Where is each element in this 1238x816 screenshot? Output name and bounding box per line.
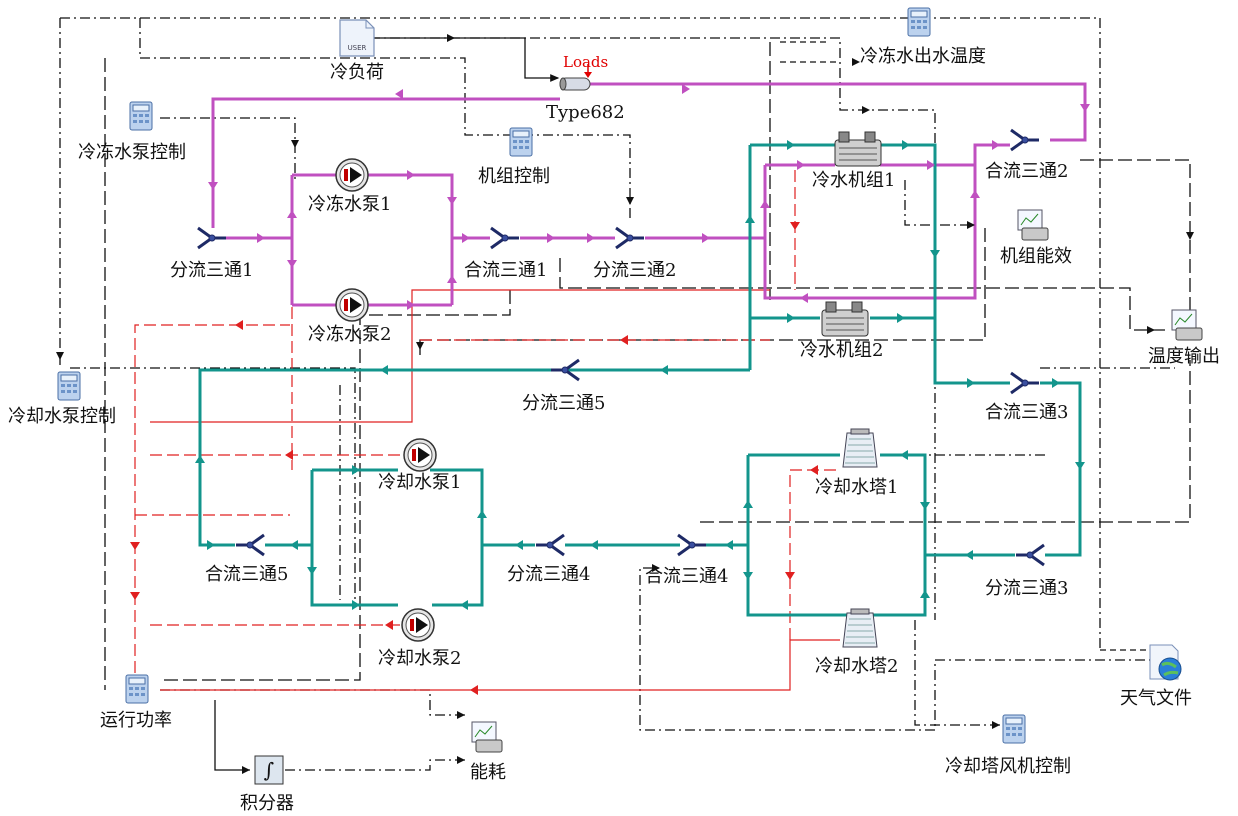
run-power-label: 运行功率 [100,710,172,731]
calculator-icon [509,127,533,157]
calculator-icon [907,7,931,37]
integrator-icon[interactable]: ∫ [254,755,284,785]
chw-pump-ctrl-label: 冷冻水泵控制 [78,142,186,163]
div-tee2-label: 分流三通2 [593,260,677,281]
pump-icon [401,608,435,642]
cooling-tower-icons[interactable] [842,428,878,648]
pump-icon [403,438,437,472]
cooling-water-loop [198,143,1082,617]
mix-tee3-label: 合流三通3 [985,402,1069,423]
chw-pump2-label: 冷冻水泵2 [308,324,392,345]
weather-file-icon[interactable] [1149,644,1182,681]
chw-supply-temp-label: 冷冻水出水温度 [860,46,986,67]
tower-fan-ctrl-label: 冷却塔风机控制 [945,756,1071,777]
chiller-icon [821,301,869,337]
printer-icon [1171,309,1203,341]
cw-pump2-label: 冷却水泵2 [378,648,462,669]
diverter-tee-icon [615,226,644,250]
calculator-icon [125,674,149,704]
div-tee3-label: 分流三通3 [985,578,1069,599]
weather-file-label: 天气文件 [1120,688,1192,709]
mixer-tee-icon [490,226,519,250]
chiller-icon [834,131,882,167]
chiller2-label: 冷水机组2 [800,340,884,361]
mixer-tee-icon [677,533,706,557]
tee-icons[interactable] [197,128,1045,567]
div-tee5-label: 分流三通5 [522,393,606,414]
mixer-tee-icon [236,533,265,557]
calculator-icon [57,371,81,401]
cooling-tower1-label: 冷却水塔1 [815,477,899,498]
mixer-tee-icon [1010,128,1039,152]
mix-tee2-label: 合流三通2 [985,161,1069,182]
chiller1-label: 冷水机组1 [812,170,896,191]
div-tee1-label: 分流三通1 [170,260,254,281]
calculator-icon [1002,714,1026,744]
energy-label: 能耗 [470,762,506,783]
cooling-load-label: 冷负荷 [330,62,384,83]
printer-icon [471,721,503,753]
diverter-tee-icon [536,533,565,557]
cooling-tower-icon [842,428,878,468]
pump-icons[interactable] [335,158,437,642]
printer-plot-icons[interactable] [471,209,1203,753]
printer-icon [1017,209,1049,241]
cw-pump1-label: 冷却水泵1 [378,472,462,493]
user-icon-text: USER [348,44,367,52]
integrator-label: 积分器 [240,793,294,814]
diverter-tee-icon [197,226,226,250]
diverter-tee-icon [551,358,580,382]
unit-eff-label: 机组能效 [1000,246,1072,267]
div-tee4-label: 分流三通4 [507,564,591,585]
pump-control-signals [134,170,840,691]
user-file-icon[interactable]: USER [339,19,375,57]
mixer-tee-icon [1010,371,1039,395]
pump-icon [335,158,369,192]
chw-pump1-label: 冷冻水泵1 [308,194,392,215]
cw-pump-ctrl-label: 冷却水泵控制 [8,406,116,427]
svg-text:∫: ∫ [264,758,274,782]
flow-arrows [56,34,1194,774]
cooling-tower2-label: 冷却水塔2 [815,656,899,677]
control-links [59,17,1191,771]
diverter-tee-icon [1016,543,1045,567]
calculator-icons[interactable] [57,7,1026,744]
chiller-icons[interactable] [821,131,882,337]
temp-out-label: 温度输出 [1148,346,1220,367]
loads-label: Loads [563,53,609,71]
cooling-tower-icon [842,608,878,648]
mix-tee5-label: 合流三通5 [205,564,289,585]
type682-load-icon[interactable] [559,64,592,91]
mix-tee1-label: 合流三通1 [464,260,548,281]
calculator-icon [129,101,153,131]
pump-icon [335,288,369,322]
unit-ctrl-label: 机组控制 [478,166,550,187]
mix-tee4-label: 合流三通4 [645,566,729,587]
type682-label: Type682 [546,102,625,123]
